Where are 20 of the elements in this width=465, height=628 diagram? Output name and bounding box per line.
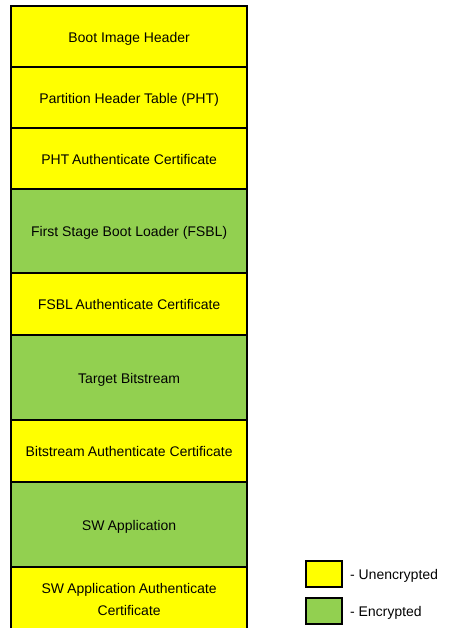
block-label: Partition Header Table (PHT)	[39, 88, 219, 108]
memory-block	[10, 481, 248, 568]
memory-block	[10, 419, 248, 483]
memory-block	[10, 334, 248, 421]
block-label: SW Application Authenticate Certificate	[40, 579, 218, 620]
legend-label: - Encrypted	[350, 602, 422, 621]
block-label: Boot Image Header	[68, 28, 190, 47]
block-label: Bitstream Authenticate Certificate	[26, 442, 232, 461]
memory-block	[10, 272, 248, 336]
memory-block	[10, 188, 248, 274]
block-label: Target Bitstream	[78, 368, 180, 388]
block-label: SW Application	[82, 516, 176, 535]
block-label: FSBL Authenticate Certificate	[38, 295, 220, 314]
memory-block	[10, 66, 248, 129]
block-label: PHT Authenticate Certificate	[41, 150, 217, 168]
memory-block	[10, 566, 248, 628]
memory-block	[10, 127, 248, 190]
block-label: First Stage Boot Loader (FSBL)	[30, 222, 228, 241]
legend-label: - Unencrypted	[350, 565, 438, 584]
memory-block	[10, 5, 248, 68]
